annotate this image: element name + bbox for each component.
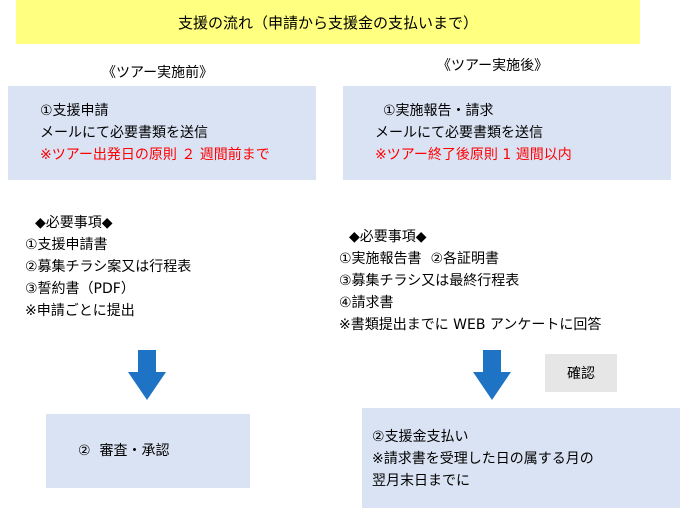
after-requirements: ◆必要事項◆ ①実施報告書 ②各証明書 ③募集チラシ又は最終行程表 ④請求書 ※…: [339, 226, 601, 336]
requirement-item: ④請求書: [339, 295, 394, 311]
requirement-item: ※申請ごとに提出: [25, 303, 135, 319]
page-title: 支援の流れ（申請から支援金の支払いまで）: [177, 13, 478, 32]
review-approval-label: ② 審査・承認: [78, 443, 170, 459]
confirmation-label: 確認: [567, 366, 595, 382]
payment-step-box: ②支援金支払い ※請求書を受理した日の属する月の 翌月末日までに: [362, 408, 680, 508]
requirements-heading: ◆必要事項◆: [349, 229, 427, 245]
report-deadline-note: ※ツアー終了後原則 1 週間以内: [375, 147, 572, 163]
down-arrow-icon: [473, 350, 511, 400]
before-requirements: ◆必要事項◆ ①支援申請書 ②募集チラシ案又は行程表 ③誓約書（PDF） ※申請…: [25, 212, 191, 322]
report-claim-step-title: ①実施報告・請求: [383, 103, 494, 119]
payment-step-title: ②支援金支払い: [372, 429, 469, 445]
report-claim-step-box: ①実施報告・請求 メールにて必要書類を送信 ※ツアー終了後原則 1 週間以内: [343, 86, 671, 180]
payment-step-deadline: 翌月末日までに: [372, 473, 470, 489]
after-tour-heading: 《ツアー実施後》: [437, 58, 549, 74]
requirements-heading: ◆必要事項◆: [35, 215, 113, 231]
requirement-item: ①実施報告書 ②各証明書: [339, 251, 500, 267]
application-step-box: ①支援申請 メールにて必要書類を送信 ※ツアー出発日の原則 ２ 週間前まで: [8, 86, 316, 180]
down-arrow-icon: [128, 350, 166, 400]
application-step-title: ①支援申請: [40, 103, 109, 119]
title-banner: 支援の流れ（申請から支援金の支払いまで）: [16, 0, 640, 44]
requirement-item: ③募集チラシ又は最終行程表: [339, 273, 520, 289]
requirement-item: ②募集チラシ案又は行程表: [25, 259, 192, 275]
confirmation-badge: 確認: [545, 354, 617, 392]
review-approval-box: ② 審査・承認: [46, 414, 250, 488]
requirement-item: ※書類提出までに WEB アンケートに回答: [339, 317, 602, 333]
application-step-method: メールにて必要書類を送信: [40, 125, 208, 141]
requirement-item: ③誓約書（PDF）: [25, 281, 135, 297]
application-deadline-note: ※ツアー出発日の原則 ２ 週間前まで: [40, 147, 270, 163]
report-claim-step-method: メールにて必要書類を送信: [375, 125, 543, 141]
requirement-item: ①支援申請書: [25, 237, 108, 253]
payment-step-note: ※請求書を受理した日の属する月の: [372, 451, 594, 467]
before-tour-heading: 《ツアー実施前》: [102, 65, 214, 81]
